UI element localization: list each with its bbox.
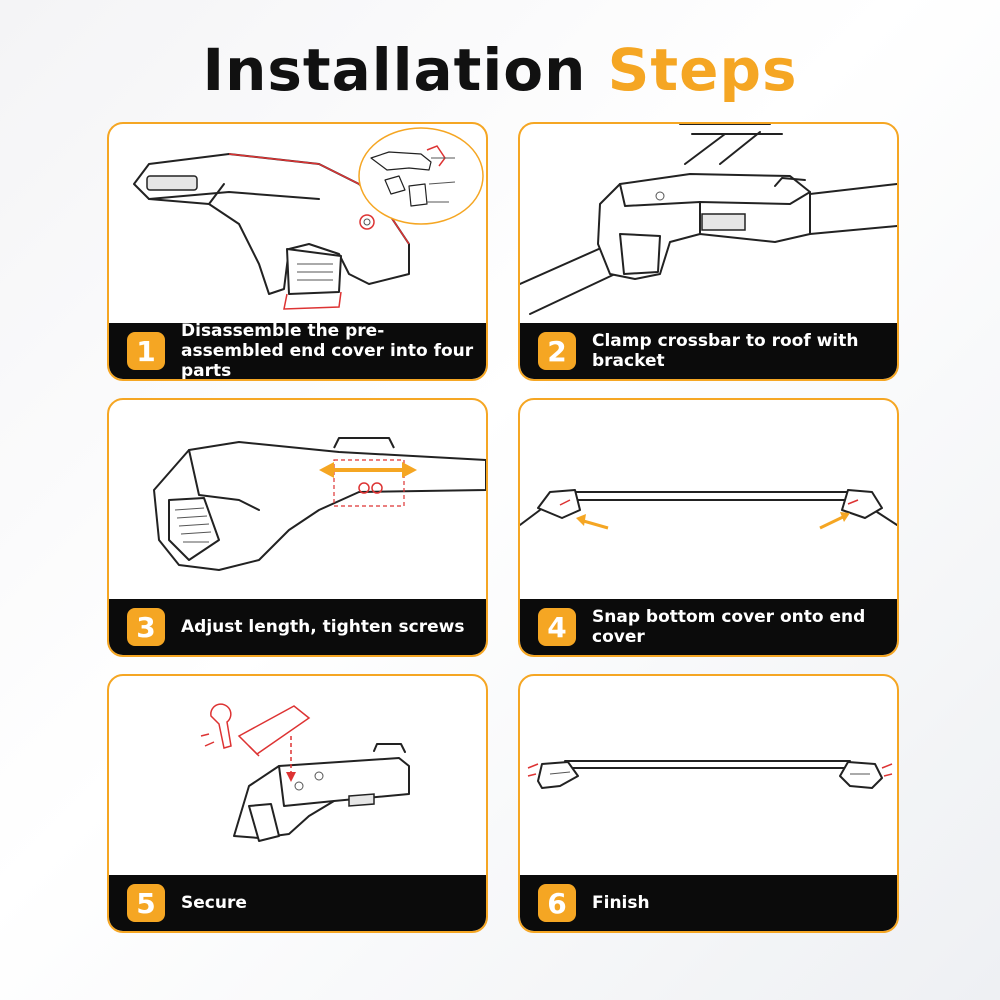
step-caption-6: Finish — [592, 893, 650, 913]
step-caption-bar-4: 4 Snap bottom cover onto end cover — [520, 599, 897, 655]
title-main: Installation — [202, 36, 587, 104]
step-card-3: 3 Adjust length, tighten screws — [107, 398, 488, 657]
bracket-clamp-illustration — [520, 124, 897, 315]
step-caption-bar-2: 2 Clamp crossbar to roof with bracket — [520, 323, 897, 379]
step-card-6: 6 Finish — [518, 674, 899, 933]
step-caption-bar-3: 3 Adjust length, tighten screws — [109, 599, 486, 655]
bottom-cover-snap-illustration — [520, 489, 897, 530]
length-adjust-illustration — [153, 437, 486, 571]
finished-crossbar-illustration — [527, 760, 893, 789]
step-caption-5: Secure — [181, 893, 247, 913]
step-card-4: 4 Snap bottom cover onto end cover — [518, 398, 899, 657]
step-caption-3: Adjust length, tighten screws — [181, 617, 465, 637]
end-cover-exploded-illustration — [133, 127, 484, 310]
step-caption-bar-6: 6 Finish — [520, 875, 897, 931]
step-card-2: 2 Clamp crossbar to roof with bracket — [518, 122, 899, 381]
step-card-5: 5 Secure — [107, 674, 488, 933]
title-accent: Steps — [607, 36, 798, 104]
step-card-1: 1 Disassemble the pre-assembled end cove… — [107, 122, 488, 381]
step-number-badge-1: 1 — [127, 332, 165, 370]
step-caption-bar-1: 1 Disassemble the pre-assembled end cove… — [109, 321, 486, 381]
step-caption-1: Disassemble the pre-assembled end cover … — [181, 321, 474, 381]
step-number-badge-3: 3 — [127, 608, 165, 646]
step-number-badge-2: 2 — [538, 332, 576, 370]
secure-with-key-illustration — [200, 703, 410, 842]
step-caption-2: Clamp crossbar to roof with bracket — [592, 331, 859, 371]
step-caption-bar-5: 5 Secure — [109, 875, 486, 931]
step-number-badge-6: 6 — [538, 884, 576, 922]
step-number-badge-5: 5 — [127, 884, 165, 922]
step-caption-4: Snap bottom cover onto end cover — [592, 607, 866, 647]
step-number-badge-4: 4 — [538, 608, 576, 646]
page-title: Installation Steps — [0, 30, 1000, 110]
